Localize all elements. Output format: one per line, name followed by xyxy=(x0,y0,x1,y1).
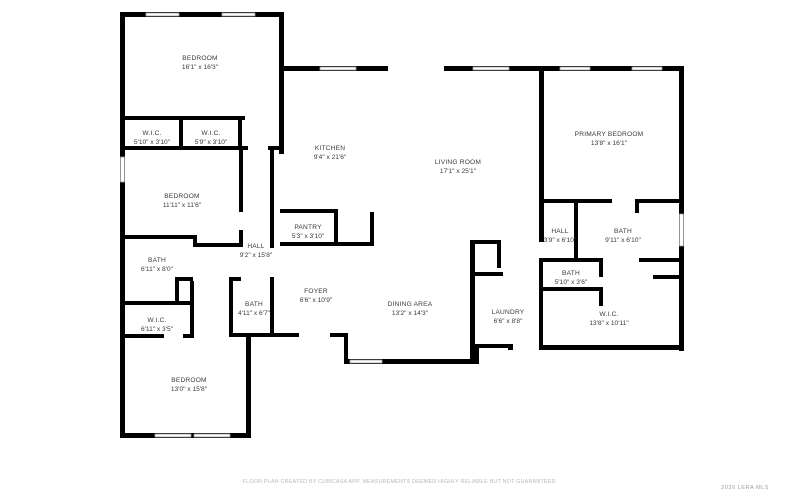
room-dimensions: 6'6" x 10'9" xyxy=(300,297,333,304)
room-dimensions: 13'8" x 16'1" xyxy=(591,140,628,147)
room-name: PRIMARY BEDROOM xyxy=(575,131,644,138)
room-name: W.I.C. xyxy=(201,130,220,137)
windows xyxy=(120,12,684,438)
room-dimensions: 13'2" x 14'3" xyxy=(392,310,429,317)
room-dimensions: 6'11" x 3'5" xyxy=(141,326,174,333)
room-label-bath-1: BATH 6'11" x 8'0" xyxy=(141,257,174,273)
room-dimensions: 17'1" x 25'1" xyxy=(440,168,477,175)
room-dimensions: 6'6" x 8'8" xyxy=(494,318,523,325)
mls-watermark: 2026 LERA MLS xyxy=(721,485,769,491)
room-label-bedroom-1: BEDROOM 16'1" x 16'3" xyxy=(182,55,219,71)
room-dimensions: 16'1" x 16'3" xyxy=(182,64,219,71)
room-label-wic-2: W.I.C. 5'9" x 3'10" xyxy=(195,130,228,146)
room-dimensions: 3'9" x 6'10" xyxy=(544,237,577,244)
room-name: W.I.C. xyxy=(142,130,161,137)
room-name: BATH xyxy=(562,270,580,277)
room-label-hall-2: HALL 3'9" x 6'10" xyxy=(544,228,577,244)
room-name: BEDROOM xyxy=(182,55,217,62)
room-label-bedroom-3: BEDROOM 13'0" x 15'8" xyxy=(171,377,208,393)
room-name: DINING AREA xyxy=(388,301,433,308)
room-dimensions: 9'4" x 21'6" xyxy=(314,154,347,161)
room-name: W.I.C. xyxy=(147,317,166,324)
room-dimensions: 9'2" x 15'8" xyxy=(240,252,273,259)
room-label-hall-1: HALL 9'2" x 15'8" xyxy=(240,243,273,259)
room-label-living-room: LIVING ROOM 17'1" x 25'1" xyxy=(435,159,481,175)
room-name: BEDROOM xyxy=(171,377,206,384)
room-label-kitchen: KITCHEN 9'4" x 21'6" xyxy=(314,145,347,161)
room-name: FOYER xyxy=(304,288,328,295)
room-name: KITCHEN xyxy=(315,145,345,152)
room-label-laundry: LAUNDRY 6'6" x 8'8" xyxy=(492,309,525,325)
room-name: LAUNDRY xyxy=(492,309,525,316)
disclaimer-text: FLOOR PLAN CREATED BY CUBICASA APP. MEAS… xyxy=(242,479,558,485)
walls xyxy=(120,12,684,438)
room-label-wic-3: W.I.C. 6'11" x 3'5" xyxy=(141,317,174,333)
room-dimensions: 9'11" x 6'10" xyxy=(605,237,641,244)
room-dimensions: 4'11" x 6'7" xyxy=(238,310,271,317)
room-name: W.I.C. xyxy=(599,311,618,318)
room-label-bath-3: BATH 9'11" x 6'10" xyxy=(605,228,641,244)
room-label-wic-4: W.I.C. 13'8" x 10'11" xyxy=(589,311,629,327)
room-dimensions: 5'10" x 3'6" xyxy=(555,279,588,286)
room-name: BATH xyxy=(614,228,632,235)
room-dimensions: 13'0" x 15'8" xyxy=(171,386,208,393)
room-label-dining-area: DINING AREA 13'2" x 14'3" xyxy=(388,301,433,317)
room-name: BEDROOM xyxy=(164,193,199,200)
room-dimensions: 5'10" x 3'10" xyxy=(134,139,171,146)
room-name: LIVING ROOM xyxy=(435,159,481,166)
room-name: HALL xyxy=(551,228,568,235)
openings xyxy=(164,66,543,350)
room-dimensions: 5'9" x 3'10" xyxy=(195,139,228,146)
room-dimensions: 11'11" x 11'6" xyxy=(163,202,202,209)
room-dimensions: 13'8" x 10'11" xyxy=(589,320,629,327)
room-label-bath-4: BATH 5'10" x 3'6" xyxy=(555,270,588,286)
room-dimensions: 5'3" x 3'10" xyxy=(292,233,325,240)
room-name: BATH xyxy=(245,301,263,308)
room-label-pantry: PANTRY 5'3" x 3'10" xyxy=(292,224,325,240)
room-label-bedroom-2: BEDROOM 11'11" x 11'6" xyxy=(163,193,202,209)
room-label-wic-1: W.I.C. 5'10" x 3'10" xyxy=(134,130,171,146)
room-label-foyer: FOYER 6'6" x 10'9" xyxy=(300,288,333,304)
room-name: HALL xyxy=(247,243,264,250)
room-label-primary-bedroom: PRIMARY BEDROOM 13'8" x 16'1" xyxy=(575,131,644,147)
room-dimensions: 6'11" x 8'0" xyxy=(141,266,174,273)
room-name: BATH xyxy=(148,257,166,264)
room-name: PANTRY xyxy=(294,224,322,231)
room-label-bath-2: BATH 4'11" x 6'7" xyxy=(238,301,271,317)
